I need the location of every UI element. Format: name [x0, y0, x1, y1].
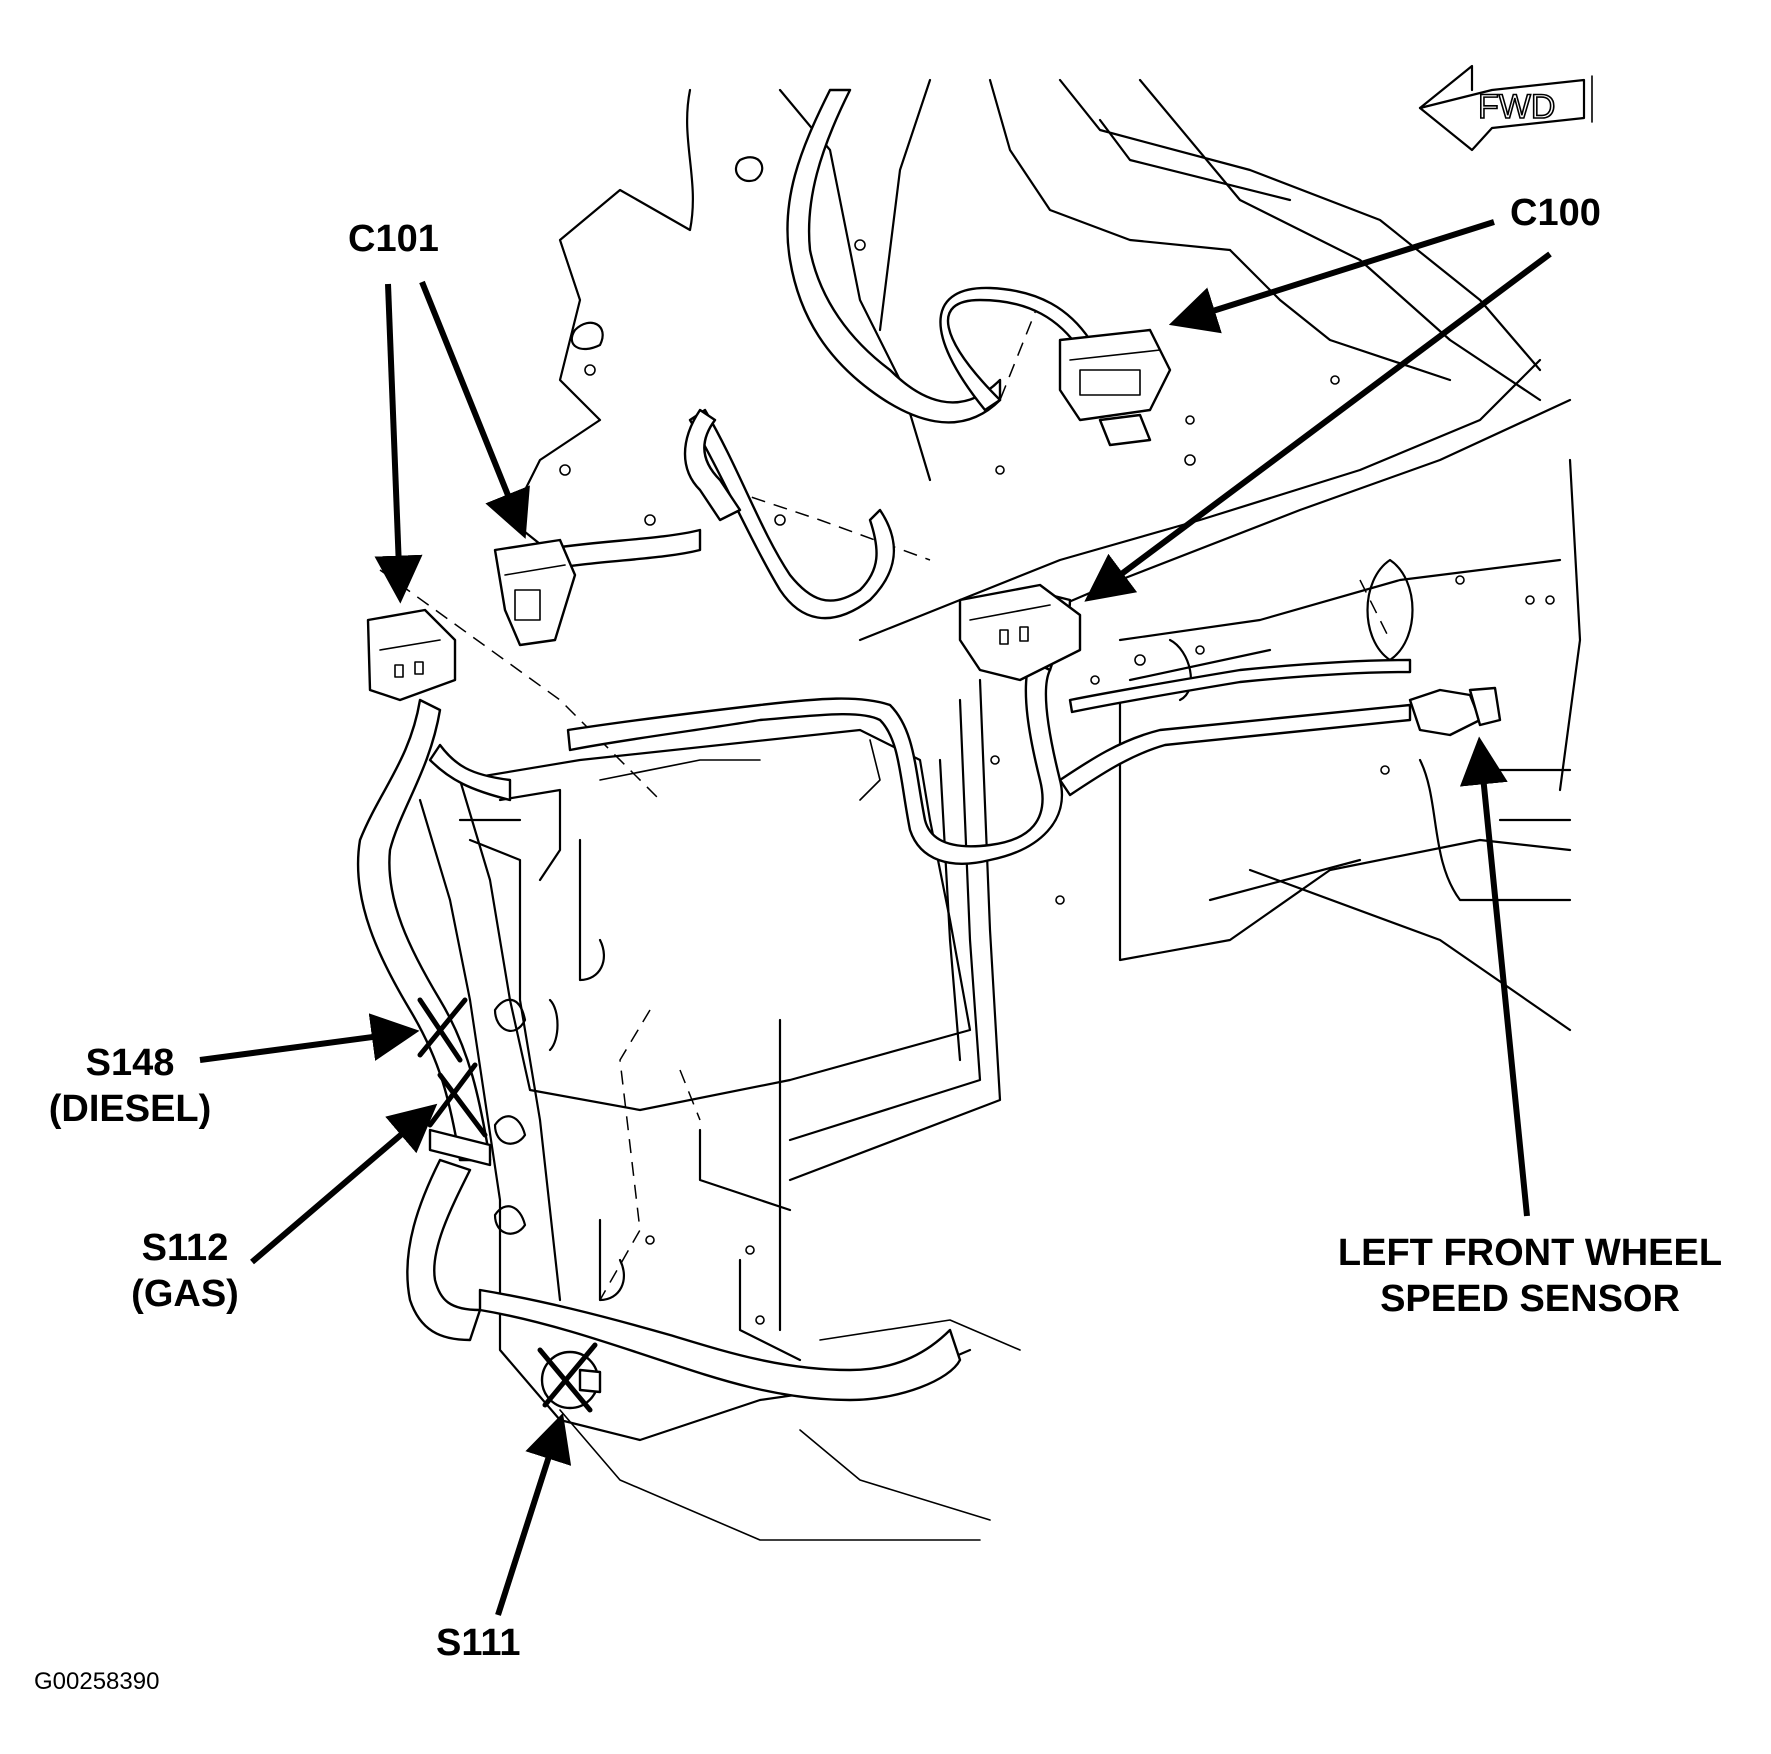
arrow-lf-sensor — [1459, 736, 1530, 1217]
arrow-c100-lower — [1084, 251, 1552, 602]
label-s148-note: (DIESEL) — [48, 1088, 212, 1130]
label-s111: S111 — [436, 1622, 521, 1664]
wheel-speed-sensor-connector — [1408, 686, 1502, 737]
arrow-c101-right — [419, 280, 530, 539]
connector-c100-upper — [1058, 328, 1172, 447]
splice-marks — [417, 997, 598, 1413]
connector-c101-right — [493, 538, 577, 647]
connector-c101-left — [366, 608, 457, 702]
splice-x-s112 — [437, 1072, 488, 1138]
arrow-c101-left — [374, 283, 423, 604]
label-c101: C101 — [348, 218, 439, 260]
label-s112-note: (GAS) — [131, 1273, 239, 1315]
arrow-s111 — [495, 1412, 572, 1616]
label-s148: S148 (DIESEL) — [30, 1040, 230, 1132]
label-s148-id: S148 — [85, 1042, 175, 1084]
figure-id: G00258390 — [34, 1668, 160, 1695]
label-lf-wheel-speed-sensor: LEFT FRONT WHEEL SPEED SENSOR — [1310, 1230, 1750, 1322]
arrow-s148 — [199, 1013, 420, 1063]
label-s112: S112 (GAS) — [100, 1225, 270, 1317]
wiring-harness — [356, 88, 1412, 1402]
fwd-arrow-icon: FWD — [1418, 64, 1593, 152]
connector-c100-lower — [958, 583, 1082, 682]
arrow-s112 — [250, 1103, 438, 1265]
label-s112-id: S112 — [141, 1227, 229, 1269]
fwd-label: FWD — [1478, 88, 1555, 126]
leader-arrows — [199, 219, 1552, 1616]
module-outline — [458, 728, 972, 1112]
label-c100: C100 — [1510, 192, 1601, 234]
arrow-c100-upper — [1168, 219, 1495, 334]
label-lf-sensor-line2: SPEED SENSOR — [1380, 1278, 1680, 1320]
label-lf-sensor-line1: LEFT FRONT WHEEL — [1337, 1232, 1723, 1274]
body-structure — [379, 78, 1582, 1541]
